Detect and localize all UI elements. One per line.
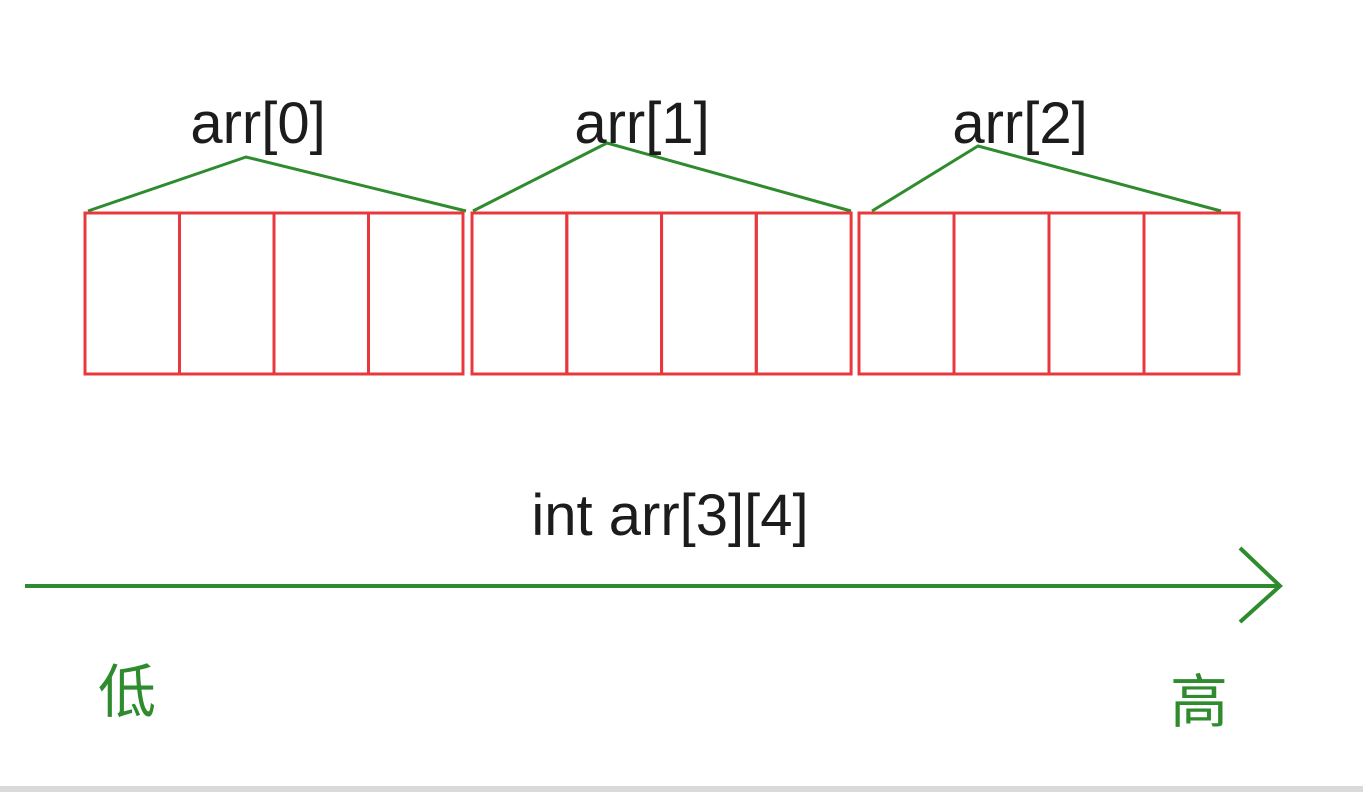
memory-cell-1-1 (565, 211, 664, 376)
row-label-0: arr[0] (190, 91, 325, 156)
memory-cell-1-3 (754, 211, 853, 376)
memory-cell-0-3 (367, 211, 465, 376)
row-brackets (87, 141, 1222, 213)
row-bracket-0 (87, 155, 467, 213)
row-bracket-1 (472, 141, 852, 213)
memory-cell-1-2 (660, 211, 758, 376)
memory-cell-2-0 (857, 211, 956, 376)
memory-cells (83, 211, 1241, 376)
array-declaration: int arr[3][4] (531, 483, 808, 548)
memory-cell-2-1 (952, 211, 1051, 376)
low-address-label: 低 (98, 658, 156, 726)
memory-cell-1-0 (470, 211, 569, 376)
address-arrow (25, 546, 1283, 624)
row-label-1: arr[1] (574, 91, 709, 156)
row-bracket-2 (871, 144, 1222, 213)
high-address-label: 高 (1170, 668, 1228, 736)
memory-cell-2-2 (1047, 211, 1146, 376)
bottom-border (0, 786, 1363, 792)
arrow-head-icon (1238, 546, 1283, 624)
row-label-2: arr[2] (952, 91, 1087, 156)
memory-cell-0-2 (272, 211, 370, 376)
memory-cell-2-3 (1142, 211, 1241, 376)
memory-cell-0-1 (178, 211, 276, 376)
memory-cell-0-0 (83, 211, 181, 376)
